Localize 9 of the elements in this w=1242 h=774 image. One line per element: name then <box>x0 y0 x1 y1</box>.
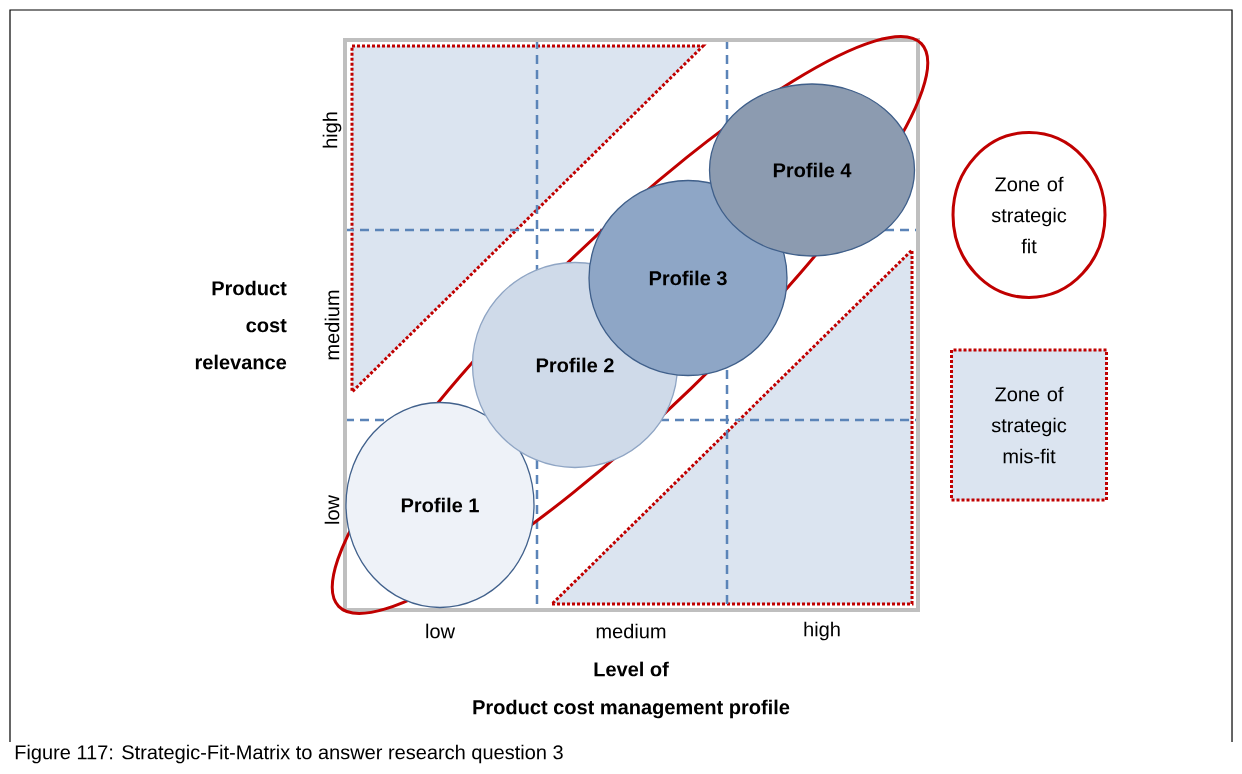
axis-title: Level of <box>594 661 669 677</box>
axis-tick-label: high <box>804 621 840 641</box>
axis-tick-label: high <box>322 112 342 148</box>
figure-caption: Figure 117: Strategic-Fit-Matrix to answer research question 3 <box>15 744 563 764</box>
axis-title: Product cost management profile <box>473 699 790 719</box>
axis-title: Product cost relevance <box>195 280 287 370</box>
axis-tick-label: medium <box>324 290 340 360</box>
axis-tick-label: medium <box>596 623 666 639</box>
legend-box: Zone of strategic mis-fit <box>950 348 1108 502</box>
